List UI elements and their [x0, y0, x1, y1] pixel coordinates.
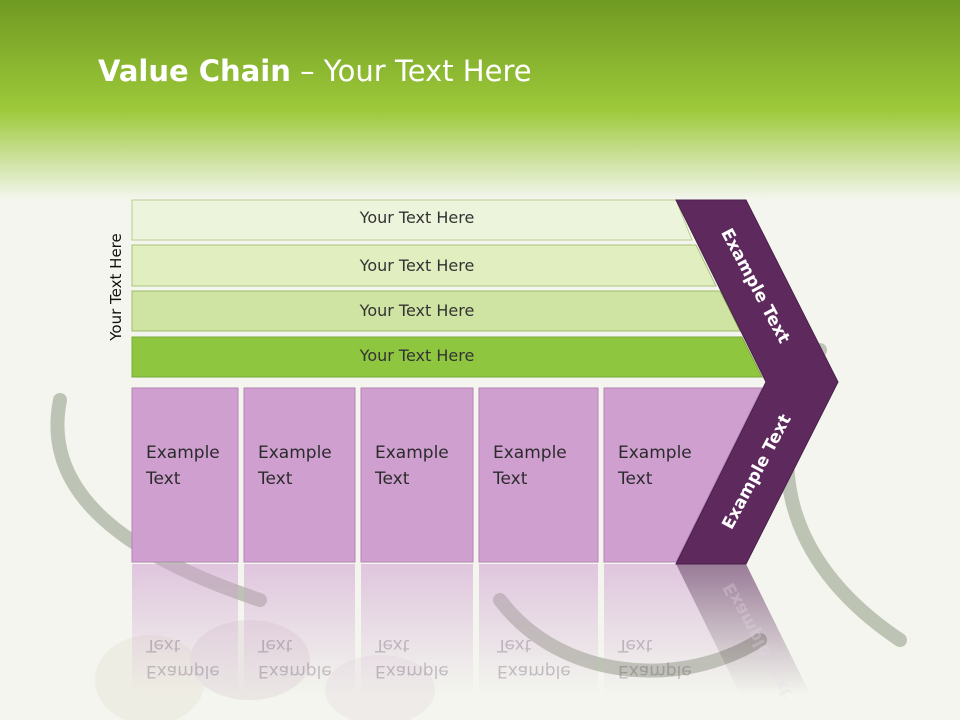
- support-bar-4: [131, 336, 763, 378]
- support-bar-label-3: Your Text Here: [359, 301, 475, 320]
- margin-chevron: [675, 199, 839, 565]
- support-bar-label-1: Your Text Here: [359, 208, 475, 227]
- box-text-line1: Example: [146, 443, 220, 463]
- primary-box-4: [478, 387, 599, 563]
- header-band: [0, 0, 960, 200]
- box-text-line2: Text: [146, 469, 181, 489]
- primary-box-3: [360, 387, 474, 563]
- support-bar-label-2: Your Text Here: [359, 256, 475, 275]
- box-text-line2: Text: [493, 469, 528, 489]
- title-bold: Value Chain: [98, 54, 291, 88]
- box-text-line1: Example: [618, 443, 692, 463]
- box-text-line1: Example: [493, 443, 567, 463]
- support-bar-label-4: Your Text Here: [359, 346, 475, 365]
- primary-box-1: [131, 387, 239, 563]
- box-text-line1: Example: [258, 443, 332, 463]
- support-bar-1: [131, 199, 693, 241]
- title-rest: – Your Text Here: [290, 54, 532, 88]
- primary-box-2: [243, 387, 356, 563]
- primary-box-5: [603, 387, 763, 563]
- support-bar-2: [131, 244, 717, 287]
- box-text-line2: Text: [258, 469, 293, 489]
- slide-title: Value Chain – Your Text Here: [98, 54, 532, 88]
- box-text-line1: Example: [375, 443, 449, 463]
- support-bar-3: [131, 290, 741, 332]
- box-text-line2: Text: [375, 469, 410, 489]
- box-text-line2: Text: [618, 469, 653, 489]
